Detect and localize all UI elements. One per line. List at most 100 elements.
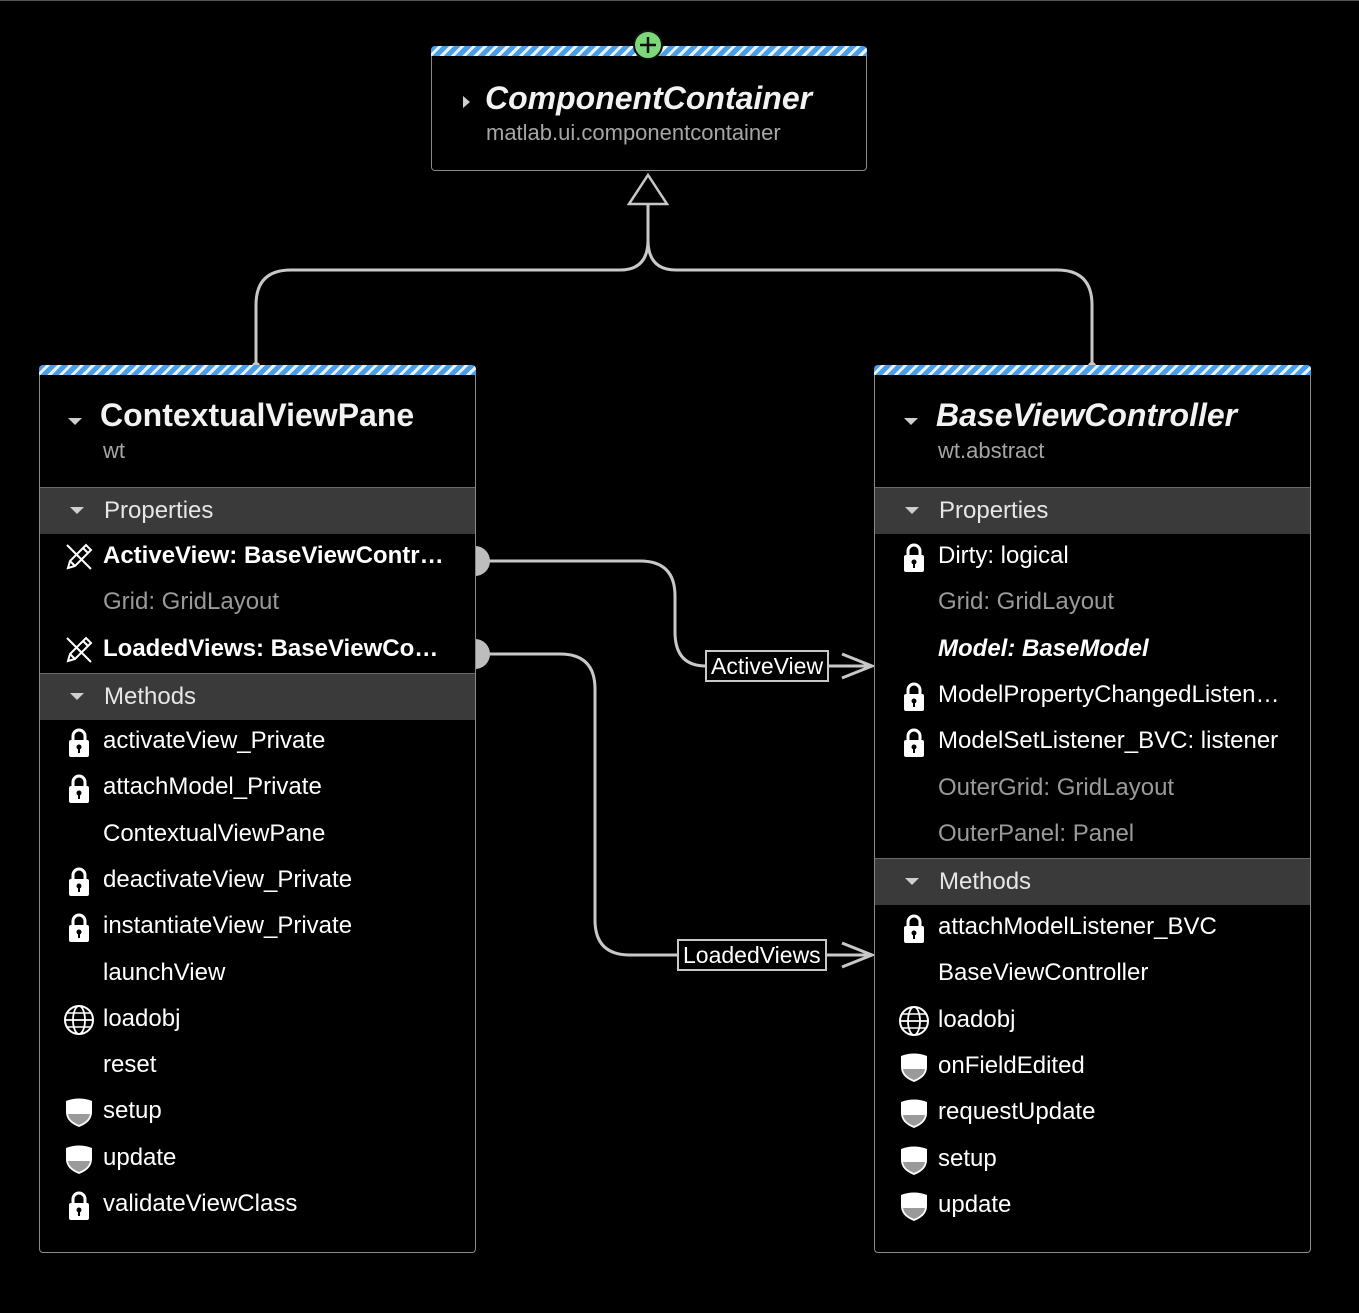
methods-section-header[interactable]: Methods (875, 858, 1310, 905)
section-label: Properties (939, 497, 1049, 524)
property-row[interactable]: Grid: GridLayout (875, 580, 1310, 626)
window-top-edge (0, 0, 1359, 1)
properties-section-header[interactable]: Properties (875, 487, 1310, 534)
methods-section-header[interactable]: Methods (40, 673, 475, 720)
method-name: loadobj (938, 1005, 1016, 1033)
lock-icon (62, 725, 96, 759)
collapse-arrow-icon[interactable] (904, 418, 918, 425)
lock-icon (62, 910, 96, 944)
method-name: instantiateView_Private (103, 912, 353, 940)
method-name: loadobj (103, 1004, 181, 1032)
class-header-stripe (39, 365, 476, 375)
class-box-contextualviewpane[interactable]: ContextualViewPane wt Properties ActiveV… (39, 365, 476, 1253)
method-row[interactable]: BaseViewController (875, 951, 1310, 997)
class-package: wt (103, 438, 125, 463)
property-name: Model: BaseModel (938, 634, 1149, 662)
method-row[interactable]: requestUpdate (875, 1090, 1310, 1136)
shield-icon (897, 1143, 931, 1177)
active-view-connector (475, 559, 872, 668)
lock-icon (62, 771, 96, 805)
property-name: Grid: GridLayout (103, 588, 280, 616)
property-row[interactable]: LoadedViews: BaseViewCo… (40, 627, 475, 673)
method-name: ContextualViewPane (103, 819, 326, 847)
class-name: ContextualViewPane (100, 397, 415, 433)
section-label: Methods (104, 683, 197, 710)
method-name: validateViewClass (103, 1190, 298, 1217)
method-name: attachModel_Private (103, 773, 322, 801)
property-name: Grid: GridLayout (938, 588, 1115, 616)
shield-icon (897, 1096, 931, 1130)
collapse-arrow-icon[interactable] (68, 418, 82, 425)
property-name: ModelPropertyChangedListen… (938, 680, 1280, 708)
loaded-views-connector (475, 652, 872, 957)
property-row[interactable]: ModelSetListener_BVC: listener (875, 719, 1310, 765)
method-name: deactivateView_Private (103, 865, 353, 893)
method-name: reset (103, 1051, 157, 1079)
method-row[interactable]: setup (875, 1137, 1310, 1183)
class-name: BaseViewController (936, 397, 1238, 433)
lock-icon (62, 864, 96, 898)
active-view-arrowhead (841, 652, 877, 680)
pencil-icon (62, 633, 96, 667)
method-row[interactable]: activateView_Private (40, 719, 475, 765)
method-row[interactable]: deactivateView_Private (40, 858, 475, 904)
method-row[interactable]: onFieldEdited (875, 1044, 1310, 1090)
method-row[interactable]: ContextualViewPane (40, 812, 475, 858)
class-box-componentcontainer[interactable]: ComponentContainer matlab.ui.componentco… (431, 46, 867, 171)
expand-plus-icon[interactable] (632, 29, 664, 61)
class-package: wt.abstract (938, 438, 1045, 463)
property-name: OuterPanel: Panel (938, 819, 1135, 847)
shield-icon (62, 1095, 96, 1129)
expand-arrow-icon[interactable] (463, 96, 470, 108)
lock-icon (897, 725, 931, 759)
method-name: update (103, 1143, 177, 1171)
method-row[interactable]: attachModelListener_BVC (875, 905, 1310, 951)
loaded-views-arrowhead (841, 941, 877, 969)
section-label: Methods (939, 868, 1032, 895)
method-row[interactable]: update (875, 1183, 1310, 1229)
lock-icon (897, 540, 931, 574)
property-row[interactable]: Model: BaseModel (875, 627, 1310, 673)
active-view-association-label: ActiveView (705, 650, 830, 682)
method-row[interactable]: loadobj (40, 997, 475, 1043)
class-header-stripe (874, 365, 1311, 375)
lock-icon (62, 1188, 96, 1222)
property-name: LoadedViews: BaseViewCo… (103, 634, 439, 662)
property-row[interactable]: Grid: GridLayout (40, 580, 475, 626)
property-row[interactable]: ActiveView: BaseViewContr… (40, 534, 475, 580)
property-name: ActiveView: BaseViewContr… (103, 542, 444, 569)
method-row[interactable]: attachModel_Private (40, 765, 475, 811)
inheritance-line-left (254, 205, 650, 366)
method-name: onFieldEdited (938, 1051, 1085, 1079)
shield-icon (897, 1050, 931, 1084)
method-row[interactable]: loadobj (875, 998, 1310, 1044)
method-row[interactable]: setup (40, 1089, 475, 1135)
collapse-arrow-icon[interactable] (905, 878, 919, 885)
pencil-icon (62, 540, 96, 574)
method-row[interactable]: instantiateView_Private (40, 904, 475, 950)
method-name: launchView (103, 958, 226, 986)
collapse-arrow-icon[interactable] (905, 507, 919, 514)
inheritance-line-right (646, 239, 1094, 366)
section-label: Properties (104, 497, 214, 524)
method-row[interactable]: launchView (40, 951, 475, 997)
collapse-arrow-icon[interactable] (70, 693, 84, 700)
method-row[interactable]: validateViewClass (40, 1182, 475, 1228)
property-row[interactable]: OuterPanel: Panel (875, 812, 1310, 858)
property-row[interactable]: ModelPropertyChangedListen… (875, 673, 1310, 719)
class-name: ComponentContainer (485, 80, 813, 116)
method-name: setup (938, 1144, 997, 1172)
method-row[interactable]: reset (40, 1043, 475, 1089)
inheritance-arrowhead (626, 172, 670, 206)
method-name: requestUpdate (938, 1098, 1096, 1126)
properties-section-header[interactable]: Properties (40, 487, 475, 534)
class-box-baseviewcontroller[interactable]: BaseViewController wt.abstract Propertie… (874, 365, 1311, 1253)
method-name: update (938, 1190, 1012, 1218)
method-row[interactable]: update (40, 1136, 475, 1182)
collapse-arrow-icon[interactable] (70, 507, 84, 514)
property-name: ModelSetListener_BVC: listener (938, 727, 1279, 755)
property-row[interactable]: OuterGrid: GridLayout (875, 766, 1310, 812)
property-row[interactable]: Dirty: logical (875, 534, 1310, 580)
method-name: activateView_Private (103, 727, 326, 754)
property-name: Dirty: logical (938, 542, 1069, 569)
